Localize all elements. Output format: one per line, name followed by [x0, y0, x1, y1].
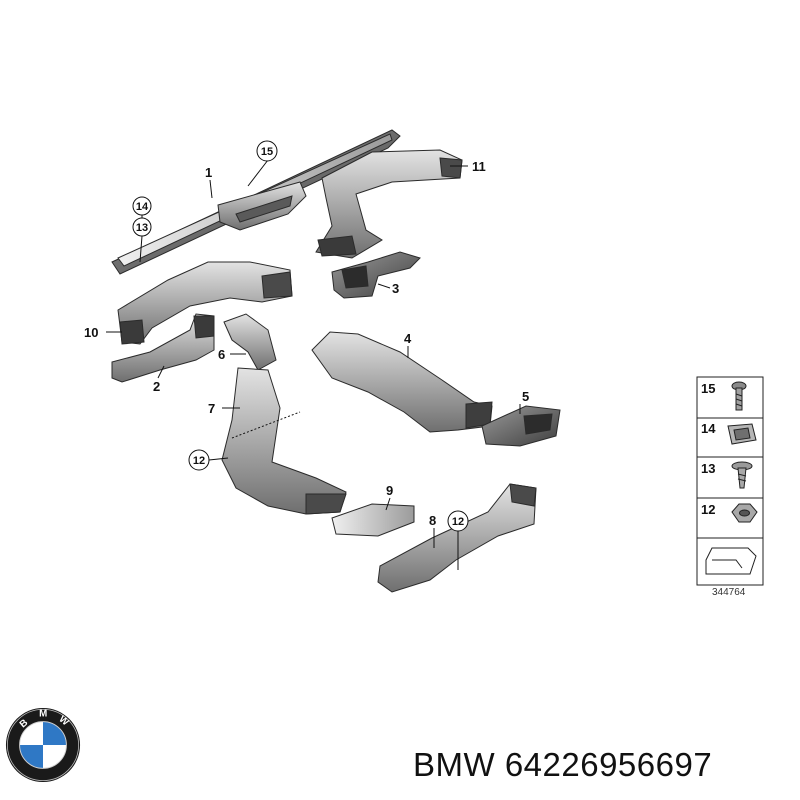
callout-11: 11	[472, 159, 486, 174]
part-5-air-outlet	[481, 405, 561, 447]
part-8-rear-duct	[377, 483, 537, 593]
part-10-air-duct	[117, 261, 293, 345]
callout-3: 3	[392, 281, 399, 296]
callout-15: 15	[261, 146, 273, 158]
part-7-footwell-duct	[221, 367, 347, 515]
legend-number-13: 13	[701, 461, 715, 476]
part-4-center-duct	[311, 331, 493, 433]
logo-letter-m: M	[39, 709, 47, 720]
callout-8: 8	[429, 513, 436, 528]
bmw-logo: B M W	[5, 707, 81, 783]
legend-number-12: 12	[701, 502, 715, 517]
callout-14: 14	[136, 201, 149, 213]
callouts: 1 15 14 13 11 3 10 2 6 7 4 5 12 9 8 12	[84, 140, 529, 532]
part-6-elbow-duct	[223, 313, 277, 371]
legend-number-15: 15	[701, 381, 715, 396]
part-11-air-duct	[315, 149, 463, 259]
callout-14-circle	[132, 196, 152, 216]
callout-13: 13	[136, 222, 148, 234]
torx-screw-icon	[731, 381, 747, 411]
flange-screw-icon	[731, 461, 753, 489]
part-3-bracket	[331, 251, 421, 299]
callout-4: 4	[404, 331, 412, 346]
callout-5: 5	[522, 389, 529, 404]
part-9-cover-plate	[331, 503, 415, 537]
callout-12-b: 12	[452, 516, 464, 528]
callout-10: 10	[84, 325, 98, 340]
callout-12-circle-b	[447, 510, 469, 532]
callout-15-circle	[256, 140, 278, 162]
reference-number: 344764	[712, 587, 746, 598]
part-2-air-duct	[111, 313, 215, 383]
fastener-legend: 15 14 13 12 344764	[696, 376, 764, 598]
callout-2: 2	[153, 379, 160, 394]
callout-12-circle-a	[188, 449, 210, 471]
callout-7: 7	[208, 401, 215, 416]
callout-13-circle	[132, 217, 152, 237]
callout-9: 9	[386, 483, 393, 498]
callout-6: 6	[218, 347, 225, 362]
arrow-shape-icon	[705, 547, 757, 575]
hex-nut-icon	[731, 503, 758, 523]
callout-1: 1	[205, 165, 212, 180]
legend-number-14: 14	[701, 421, 716, 436]
callout-12-a: 12	[193, 455, 205, 467]
clip-nut-icon	[727, 423, 757, 445]
part-1-defroster-channel	[111, 129, 401, 275]
part-number-caption: BMW 64226956697	[413, 746, 713, 783]
